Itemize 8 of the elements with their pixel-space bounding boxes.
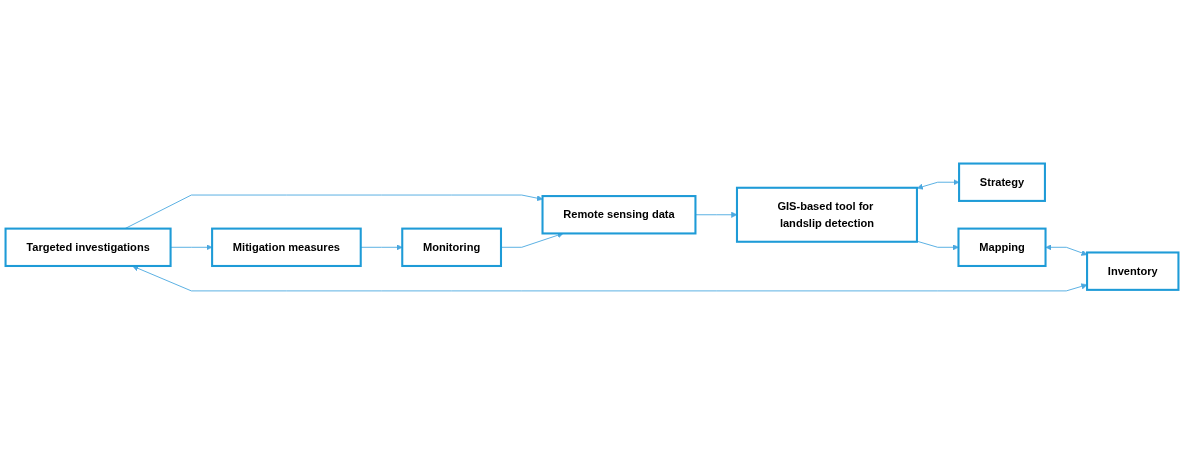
node-box: Inventory — [1086, 251, 1180, 292]
node-box: Remote sensing data — [541, 195, 697, 235]
node-box: Targeted investigations — [4, 227, 172, 268]
node-box: Mapping — [957, 227, 1047, 268]
node-box: Mitigation measures — [211, 227, 362, 268]
node-box: Monitoring — [401, 227, 503, 268]
node-box: GIS-based tool for landslip detection — [735, 187, 918, 244]
node-box: Strategy — [958, 162, 1046, 203]
